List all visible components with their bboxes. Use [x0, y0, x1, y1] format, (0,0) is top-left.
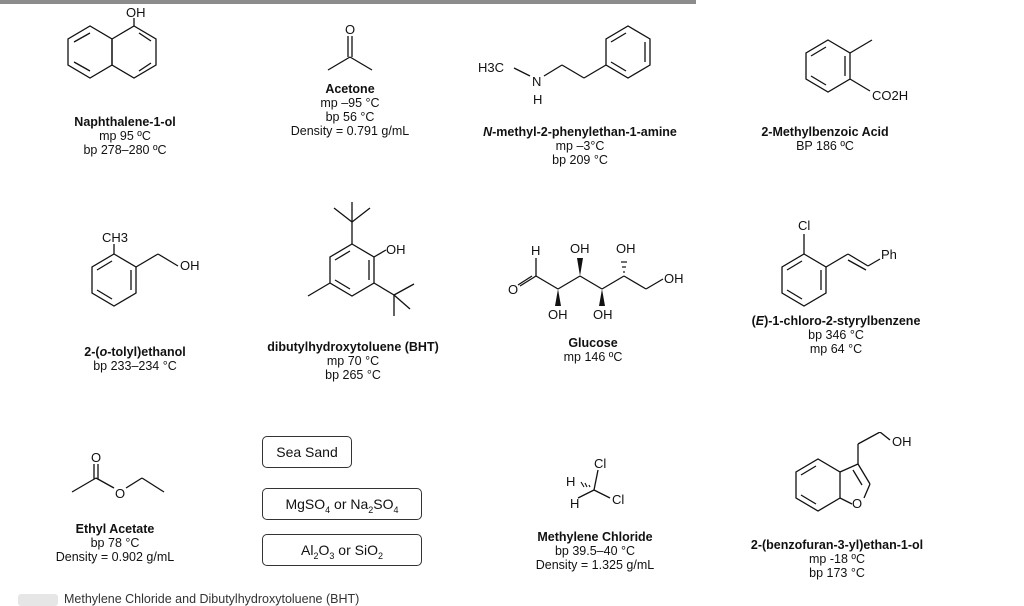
property: bp 346 °C [808, 328, 864, 342]
hydroxyl-label: OH [616, 241, 636, 256]
tolylethanol-label: 2-(o-tolyl)ethanol bp 233–234 °C [70, 345, 200, 373]
benzofuran-ethanol-label: 2-(benzofuran-3-yl)ethan-1-ol mp -18 ºC … [732, 538, 942, 580]
carbonyl-oxygen-label: O [345, 22, 355, 37]
amine-label: N-methyl-2-phenylethan-1-amine mp –3°C b… [465, 125, 695, 167]
hydroxyl-label: OH [180, 258, 200, 273]
footer-text: Methylene Chloride and Dibutylhydroxytol… [64, 592, 360, 606]
bht-label: dibutylhydroxytoluene (BHT) mp 70 °C bp … [258, 340, 448, 382]
compound-name: 2-Methylbenzoic Acid [761, 125, 889, 139]
hydrogen-label: H [570, 496, 579, 511]
compound-name: (E)-1-chloro-2-styrylbenzene [751, 314, 921, 328]
methylbenzoic-acid-structure: CO2H [805, 39, 908, 103]
methylene-chloride-structure: Cl Cl H H [566, 456, 624, 511]
aldehyde-hydrogen-label: H [531, 243, 540, 258]
chlorine-label: Cl [594, 456, 606, 471]
compound-name: Ethyl Acetate [75, 522, 155, 536]
property: BP 186 ºC [796, 139, 854, 153]
property: Density = 0.902 g/mL [55, 550, 175, 564]
compound-name: Naphthalene-1-ol [74, 115, 176, 129]
ester-oxygen-label: O [115, 486, 125, 501]
property: mp 95 ºC [99, 129, 151, 143]
methyl-label: H3C [478, 60, 504, 75]
aldehyde-oxygen-label: O [508, 282, 518, 297]
property: bp 265 °C [325, 368, 381, 382]
property: mp –3°C [555, 139, 605, 153]
property: Density = 1.325 g/mL [535, 558, 655, 572]
property: mp 64 °C [809, 342, 863, 356]
hydroxyl-label: OH [570, 241, 590, 256]
property: Density = 0.791 g/mL [290, 124, 410, 138]
adsorbent-box: Al2O3 or SiO2 [262, 534, 422, 566]
hydroxyl-label: OH [386, 242, 406, 257]
ethyl-acetate-label: Ethyl Acetate bp 78 °C Density = 0.902 g… [30, 522, 200, 564]
methyl-label: CH3 [102, 232, 128, 245]
compound-name: Methylene Chloride [537, 530, 653, 544]
styrylbenzene-structure: Cl Ph [781, 218, 897, 307]
compound-name: 2-(benzofuran-3-yl)ethan-1-ol [750, 538, 924, 552]
hydroxyl-label: OH [892, 434, 912, 449]
furan-oxygen-label: O [852, 496, 862, 511]
acetone-label: Acetone mp –95 °C bp 56 °C Density = 0.7… [275, 82, 425, 138]
property: bp 173 °C [809, 566, 865, 580]
property: mp 70 °C [326, 354, 380, 368]
hydroxyl-label: OH [548, 307, 568, 322]
reagent-label: Al2O3 or SiO2 [301, 542, 383, 561]
compound-name: Glucose [568, 336, 618, 350]
amine-structure: H3C N H [478, 25, 651, 107]
property: mp 146 ºC [563, 350, 623, 364]
chlorine-label: Cl [798, 218, 810, 233]
glucose-structure: H O OH OH OH OH OH [508, 241, 684, 322]
hydroxyl-label: OH [593, 307, 613, 322]
bht-structure: OH [307, 202, 415, 316]
carboxyl-label: CO2H [872, 88, 908, 103]
property: bp 278–280 ºC [83, 143, 167, 157]
amine-hydrogen-label: H [533, 92, 542, 107]
nitrogen-label: N [532, 74, 541, 89]
reagent-label: MgSO4 or Na2SO4 [285, 496, 399, 515]
naphthol-structure: OH [67, 5, 157, 79]
chlorine-label: Cl [612, 492, 624, 507]
compound-name: dibutylhydroxytoluene (BHT) [267, 340, 439, 354]
benzofuran-ethanol-structure: O OH [795, 432, 912, 512]
methylbenzoic-label: 2-Methylbenzoic Acid BP 186 ºC [745, 125, 905, 153]
reagent-label: Sea Sand [276, 444, 338, 460]
hydrogen-label: H [566, 474, 575, 489]
glucose-label: Glucose mp 146 ºC [538, 336, 648, 364]
styrylbenzene-label: (E)-1-chloro-2-styrylbenzene bp 346 °C m… [726, 314, 946, 356]
property: mp –95 °C [320, 96, 380, 110]
acetone-structure: O [327, 22, 373, 71]
sea-sand-box: Sea Sand [262, 436, 352, 468]
property: bp 39.5–40 °C [554, 544, 636, 558]
property: bp 233–234 °C [93, 359, 177, 373]
hydroxyl-label: OH [664, 271, 684, 286]
property: bp 56 °C [325, 110, 375, 124]
ethyl-acetate-structure: O O [71, 452, 165, 501]
footer-checkbox[interactable] [18, 593, 58, 606]
compound-name: N-methyl-2-phenylethan-1-amine [483, 125, 677, 139]
footer-caption: Methylene Chloride and Dibutylhydroxytol… [18, 592, 359, 606]
tolylethanol-structure: CH3 OH [91, 232, 200, 307]
property: bp 78 °C [90, 536, 140, 550]
property: mp -18 ºC [809, 552, 865, 566]
carbonyl-oxygen-label: O [91, 452, 101, 465]
naphthol-label: Naphthalene-1-ol mp 95 ºC bp 278–280 ºC [60, 115, 190, 157]
drying-agent-box: MgSO4 or Na2SO4 [262, 488, 422, 520]
property: bp 209 °C [552, 153, 608, 167]
compound-name: Acetone [325, 82, 375, 96]
compound-name: 2-(o-tolyl)ethanol [84, 345, 186, 359]
hydroxyl-label: OH [126, 5, 146, 20]
phenyl-label: Ph [881, 247, 897, 262]
header-divider [0, 0, 696, 4]
methylene-chloride-label: Methylene Chloride bp 39.5–40 °C Density… [510, 530, 680, 572]
